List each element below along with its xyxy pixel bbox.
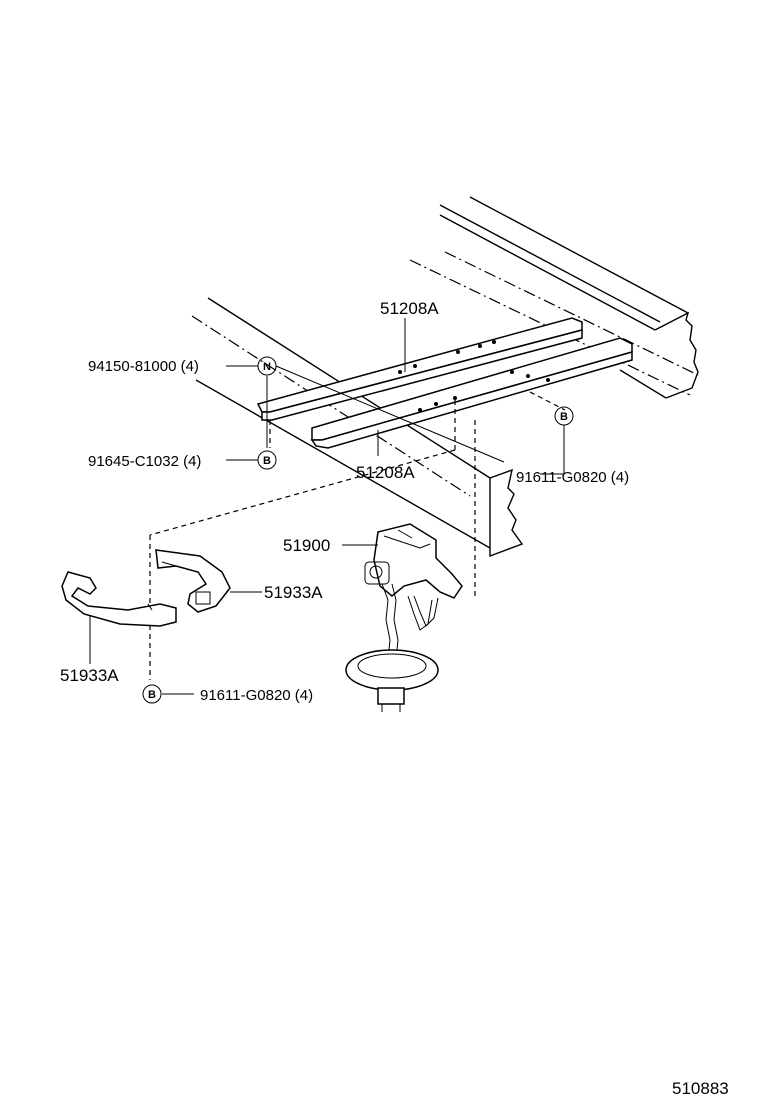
svg-text:B: B [263, 455, 271, 467]
label-hoist: 51900 [283, 536, 330, 555]
svg-text:B: B [560, 411, 568, 423]
label-bolt-b-right: 91611-G0820 (4) [516, 469, 629, 486]
callout-b-left: B [257, 450, 277, 470]
label-bolt-b-bottom: 91611-G0820 (4) [200, 687, 313, 704]
figure-number: 510883 [672, 1079, 729, 1098]
bracket-left [61, 571, 177, 627]
bracket-right [155, 549, 231, 613]
spare-tire-hoist [345, 523, 463, 712]
leader-lines [89, 318, 565, 695]
callout-n-upper: N [257, 356, 277, 376]
label-51208a-lower: 51208A [356, 463, 415, 482]
label-bracket-right: 51933A [264, 583, 323, 602]
callout-b-bottom: B [142, 684, 162, 704]
cross-member [191, 297, 524, 558]
label-bolt-b-left: 91645-C1032 (4) [88, 453, 201, 470]
label-bolt-n: 94150-81000 (4) [88, 358, 199, 375]
svg-text:B: B [148, 689, 156, 701]
label-bracket-left: 51933A [60, 666, 119, 685]
callout-b-right: B [554, 406, 574, 426]
label-51208a-upper: 51208A [380, 299, 439, 318]
rail-upper [256, 317, 583, 421]
svg-text:N: N [263, 361, 271, 373]
